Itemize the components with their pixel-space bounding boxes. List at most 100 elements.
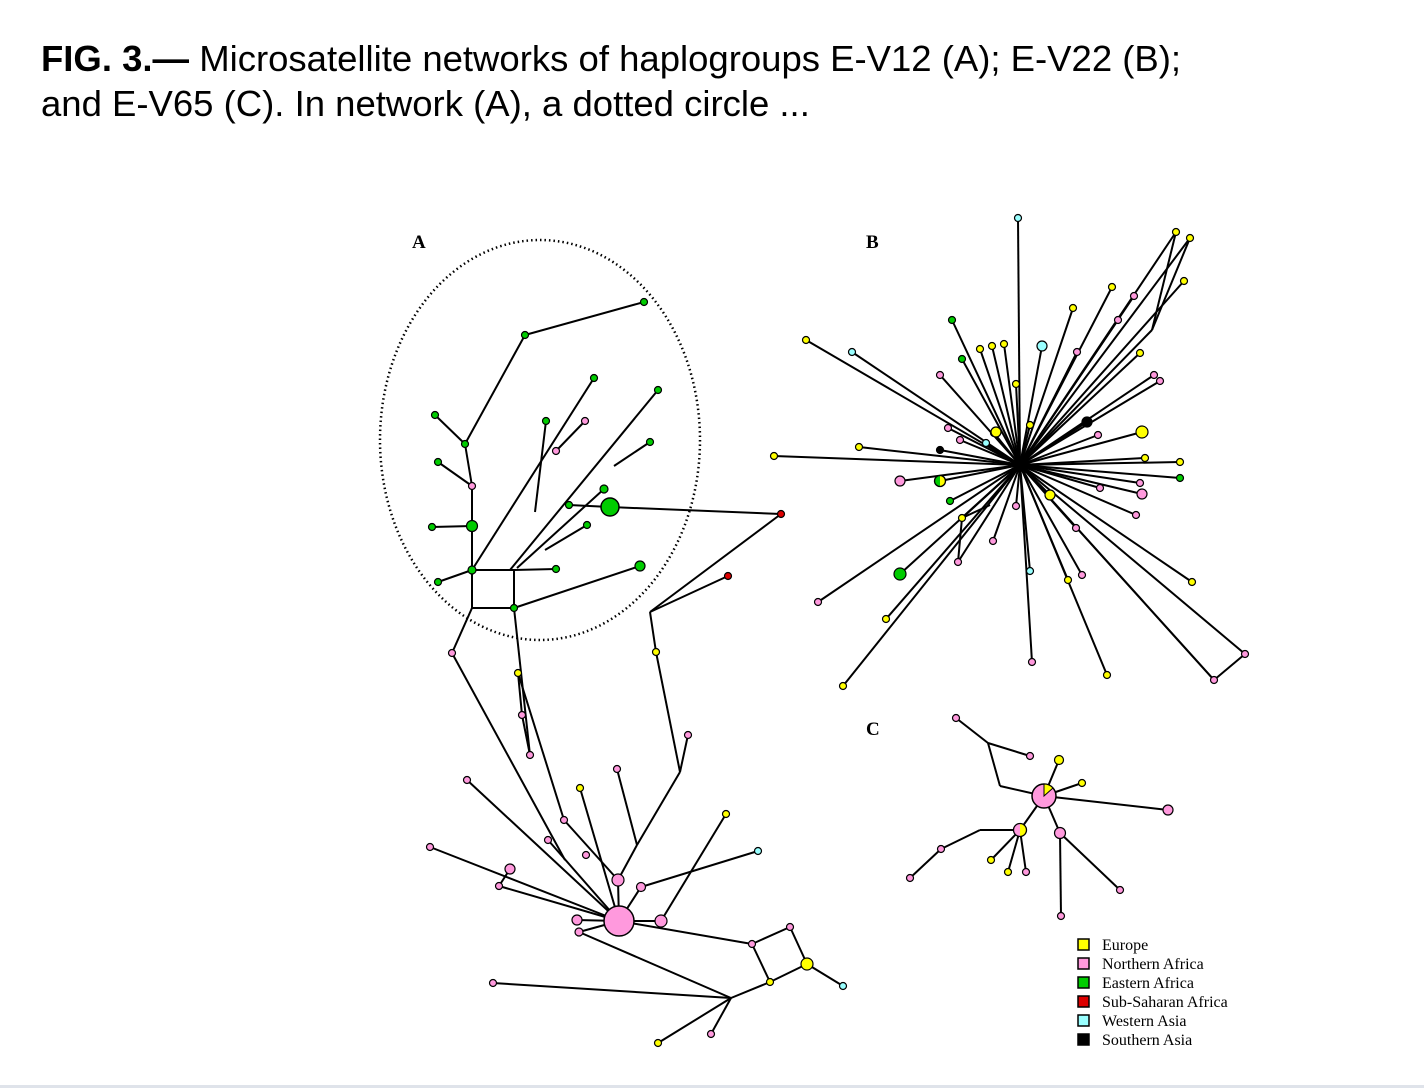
legend-swatch-sub-saharan-africa — [1077, 995, 1090, 1008]
network-a-lower-edge-26 — [710, 997, 732, 1035]
network-b-edge-42 — [1015, 464, 1021, 507]
network-b-node-28 — [1136, 488, 1148, 500]
network-b-node-14 — [947, 315, 957, 325]
network-a-lower-node-3 — [635, 881, 647, 893]
network-c-node-4 — [1162, 804, 1174, 816]
network-b-node-49 — [813, 597, 823, 607]
network-b-edge-34 — [1019, 464, 1193, 583]
network-a-lower-edge-27 — [578, 931, 732, 999]
network-a-lower-node-18 — [785, 922, 795, 932]
network-b-node-29 — [1135, 478, 1145, 488]
network-a-node-9 — [433, 577, 443, 587]
network-a-lower-node-20 — [765, 977, 775, 987]
network-a-lower-edge-22 — [806, 963, 844, 987]
network-b-node-33 — [1071, 523, 1081, 533]
legend-item-southern-asia: Southern Asia — [1077, 1032, 1192, 1049]
network-b-node-15 — [1011, 379, 1021, 389]
network-b-edge-59 — [1019, 424, 1031, 466]
network-nodes — [425, 213, 1250, 1048]
network-b-node-5 — [1129, 291, 1139, 301]
network-b-node-54 — [854, 442, 864, 452]
network-a-lower-edge-20 — [769, 963, 808, 983]
network-b-node-18 — [801, 335, 811, 345]
network-a-lower-edge-21 — [751, 943, 771, 983]
network-c-node-1 — [1025, 751, 1035, 761]
network-c-edge-6 — [1043, 795, 1169, 811]
network-b-node-9 — [1036, 340, 1048, 352]
network-b-node-10 — [999, 339, 1009, 349]
legend-swatch-northern-africa — [1077, 957, 1090, 970]
network-b-node-38 — [1209, 675, 1219, 685]
network-a-lower-edge-17 — [618, 920, 753, 945]
legend-swatch-eastern-africa — [1077, 976, 1090, 989]
network-a-edge-19 — [613, 441, 651, 467]
network-a-edge-34 — [617, 844, 638, 881]
network-b-node-6 — [1113, 315, 1123, 325]
legend-label-sub-saharan-africa: Sub-Saharan Africa — [1102, 994, 1228, 1011]
network-c-mixed-node-half-a — [1020, 823, 1027, 837]
network-b-edge-6 — [1019, 319, 1119, 466]
legend-swatch-europe — [1077, 938, 1090, 951]
network-b-node-4 — [1107, 282, 1117, 292]
network-a-node-6 — [427, 522, 437, 532]
network-a-lower-edge-3 — [521, 714, 531, 756]
network-c-mixed-node-half-b — [1013, 823, 1020, 837]
legend-label-eastern-africa: Eastern Africa — [1102, 975, 1194, 992]
network-a-lower-node-0 — [603, 905, 635, 937]
network-a-node-30 — [525, 750, 535, 760]
network-c-edge-3 — [987, 742, 1031, 757]
network-a-lower-node-8 — [462, 775, 472, 785]
network-c-edge-9 — [1059, 832, 1121, 891]
network-b-node-40 — [1027, 657, 1037, 667]
network-b-node-3 — [1179, 276, 1189, 286]
network-b-edge-41 — [1019, 464, 1031, 572]
network-a-lower-node-22 — [488, 978, 498, 988]
network-a-lower-edge-9 — [579, 787, 620, 922]
network-a-edge-3 — [464, 443, 473, 487]
network-b-node-50 — [945, 496, 955, 506]
network-b-edge-14 — [951, 319, 1021, 466]
network-b-edge-23 — [1019, 431, 1143, 466]
legend-label-western-asia: Western Asia — [1102, 1013, 1186, 1030]
network-b-extra-edge-0 — [1151, 231, 1177, 331]
network-a-node-5 — [467, 481, 477, 491]
network-b-node-41 — [1025, 566, 1035, 576]
bottom-divider — [0, 1085, 1424, 1088]
network-a-lower-node-11 — [543, 835, 553, 845]
network-c-edge-12 — [940, 829, 981, 850]
network-c-node-8 — [936, 844, 946, 854]
network-b-edge-29 — [1019, 464, 1141, 484]
network-c-edge-2 — [955, 717, 989, 744]
network-a-node-16 — [551, 446, 561, 456]
network-b-edge-32 — [1019, 464, 1137, 516]
network-a-node-13 — [589, 373, 599, 383]
network-b-edge-55 — [773, 455, 1021, 466]
network-a-lower-node-13 — [612, 764, 622, 774]
network-b-node-45 — [957, 513, 967, 523]
network-a-lower-edge-7 — [498, 885, 620, 922]
network-b-node-32 — [1131, 510, 1141, 520]
network-b-node-59 — [1025, 420, 1035, 430]
legend-item-western-asia: Western Asia — [1077, 1013, 1186, 1030]
network-a-edge-18 — [555, 420, 586, 452]
figure-caption-prefix: FIG. 3.— — [41, 38, 190, 79]
network-a-edge-29 — [649, 611, 657, 653]
network-b-edge-15 — [1015, 383, 1021, 466]
network-b-extra-edge-4 — [1213, 653, 1246, 681]
network-a-edge-32 — [636, 771, 681, 846]
network-a-lower-node-16 — [753, 846, 763, 856]
network-a-node-29 — [517, 710, 527, 720]
network-a-node-19 — [599, 484, 609, 494]
network-a-node-0 — [639, 297, 649, 307]
network-a-node-12 — [634, 560, 646, 572]
network-a-node-25 — [651, 647, 661, 657]
network-b-node-12 — [975, 344, 985, 354]
legend-label-europe: Europe — [1102, 937, 1148, 954]
panel-label-a: A — [412, 232, 426, 253]
network-a-lower-node-23 — [653, 1038, 663, 1048]
legend-item-sub-saharan-africa: Sub-Saharan Africa — [1077, 994, 1228, 1011]
network-b-edge-10 — [1003, 343, 1021, 466]
network-b-edge-27 — [1019, 464, 1181, 479]
network-b-node-11 — [987, 341, 997, 351]
network-b-node-31 — [1044, 489, 1056, 501]
